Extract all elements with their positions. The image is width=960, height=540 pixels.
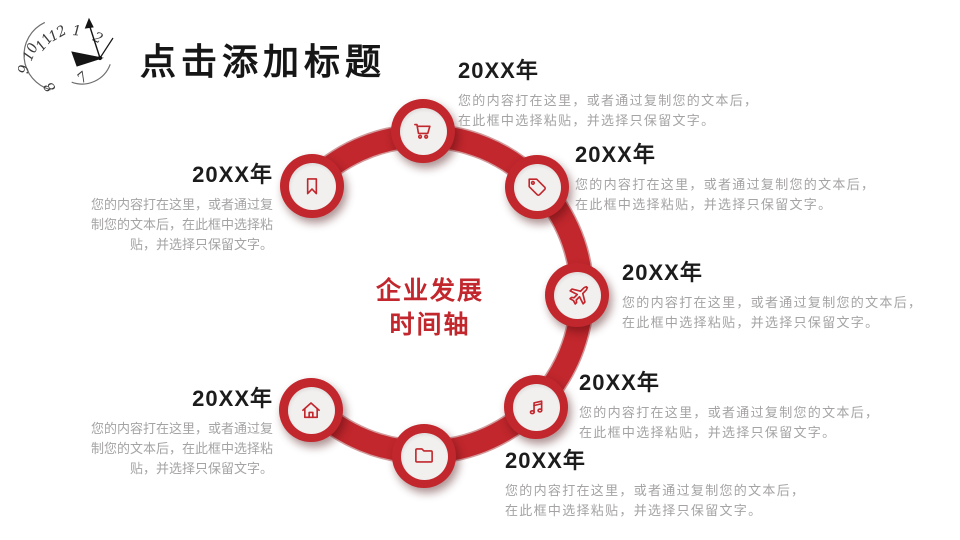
clock-sketch: 12 1 2 11 10 9 8 7 [16, 17, 114, 95]
node-inner-circle [399, 107, 447, 155]
year-label: 20XX年 [622, 260, 703, 285]
year-label: 20XX年 [192, 386, 273, 411]
clock-center-dot [97, 55, 103, 61]
node-inner-circle [288, 162, 336, 210]
timeline-text-cart[interactable]: 20XX年 您的内容打在这里，或者通过复制您的文本后， 在此框中选择粘贴，并选择… [458, 58, 798, 131]
timeline-node-home[interactable] [279, 378, 343, 442]
year-label: 20XX年 [579, 370, 660, 395]
description-line: 在此框中选择粘贴，并选择只保留文字。 [505, 503, 763, 518]
description-line: 您的内容打在这里，或者通过复 [90, 421, 273, 436]
description-text: 您的内容打在这里，或者通过复制您的文本后， 在此框中选择粘贴，并选择只保留文字。 [458, 91, 798, 131]
description-text: 您的内容打在这里，或者通过复制您的文本后， 在此框中选择粘贴，并选择只保留文字。 [622, 293, 957, 333]
description-line: 制您的文本后，在此框中选择粘 [90, 217, 273, 232]
clock-face-inner-arc [71, 64, 111, 85]
timeline-text-folder[interactable]: 20XX年 您的内容打在这里，或者通过复制您的文本后， 在此框中选择粘贴，并选择… [505, 448, 845, 521]
center-label-line2: 时间轴 [389, 311, 471, 339]
description-text: 您的内容打在这里，或者通过复制您的文本后， 在此框中选择粘贴，并选择只保留文字。 [579, 403, 919, 443]
folder-icon [415, 448, 433, 463]
clock-number: 9 [16, 64, 33, 74]
description-line: 您的内容打在这里，或者通过复制您的文本后， [622, 295, 923, 310]
description-line: 您的内容打在这里，或者通过复制您的文本后， [575, 177, 876, 192]
description-line: 您的内容打在这里，或者通过复 [90, 197, 273, 212]
clock-hour-hand [71, 51, 104, 67]
description-line: 在此框中选择粘贴，并选择只保留文字。 [458, 113, 716, 128]
node-inner-circle [400, 432, 448, 480]
music-note-icon [529, 400, 543, 415]
description-line: 贴，并选择只保留文字。 [129, 237, 273, 252]
timeline-node-airplane[interactable] [545, 263, 609, 327]
description-text: 您的内容打在这里，或者通过复制您的文本后， 在此框中选择粘贴，并选择只保留文字。 [575, 175, 915, 215]
home-icon [302, 402, 320, 419]
description-text: 您的内容打在这里，或者通过复 制您的文本后，在此框中选择粘 贴，并选择只保留文字… [43, 419, 273, 479]
clock-minute-hand [88, 23, 101, 59]
description-line: 制您的文本后，在此框中选择粘 [90, 441, 273, 456]
year-label: 20XX年 [505, 448, 586, 473]
clock-number: 12 [46, 23, 70, 46]
year-label: 20XX年 [458, 58, 539, 83]
timeline-text-bookmark[interactable]: 20XX年 您的内容打在这里，或者通过复 制您的文本后，在此框中选择粘 贴，并选… [43, 162, 273, 255]
description-line: 在此框中选择粘贴，并选择只保留文字。 [579, 425, 837, 440]
timeline-node-music[interactable] [504, 375, 568, 439]
timeline-text-home[interactable]: 20XX年 您的内容打在这里，或者通过复 制您的文本后，在此框中选择粘 贴，并选… [43, 386, 273, 479]
clock-face-arc [23, 21, 51, 91]
timeline-node-tag[interactable] [505, 155, 569, 219]
description-line: 在此框中选择粘贴，并选择只保留文字。 [622, 315, 880, 330]
clock-number: 1 [72, 23, 82, 40]
description-line: 在此框中选择粘贴，并选择只保留文字。 [575, 197, 833, 212]
node-inner-circle [287, 386, 335, 434]
description-line: 您的内容打在这里，或者通过复制您的文本后， [458, 93, 759, 108]
clock-number: 10 [20, 41, 42, 64]
center-label-line1: 企业发展 [375, 277, 484, 305]
bookmark-icon [306, 178, 318, 195]
description-text: 您的内容打在这里，或者通过复 制您的文本后，在此框中选择粘 贴，并选择只保留文字… [43, 195, 273, 255]
year-label: 20XX年 [575, 142, 656, 167]
timeline-node-bookmark[interactable] [280, 154, 344, 218]
description-line: 您的内容打在这里，或者通过复制您的文本后， [579, 405, 880, 420]
node-inner-circle [512, 383, 560, 431]
timeline-text-music[interactable]: 20XX年 您的内容打在这里，或者通过复制您的文本后， 在此框中选择粘贴，并选择… [579, 370, 919, 443]
node-inner-circle [513, 163, 561, 211]
timeline-node-folder[interactable] [392, 424, 456, 488]
airplane-icon [568, 285, 588, 305]
price-tag-icon [528, 178, 546, 196]
timeline-center-label[interactable]: 企业发展 时间轴 [355, 274, 505, 342]
description-text: 您的内容打在这里，或者通过复制您的文本后， 在此框中选择粘贴，并选择只保留文字。 [505, 481, 845, 521]
description-line: 您的内容打在这里，或者通过复制您的文本后， [505, 483, 806, 498]
timeline-text-airplane[interactable]: 20XX年 您的内容打在这里，或者通过复制您的文本后， 在此框中选择粘贴，并选择… [622, 260, 957, 333]
shopping-cart-icon [414, 123, 431, 139]
page-title[interactable]: 点击添加标题 [140, 41, 387, 82]
clock-hand-arrow [84, 17, 94, 29]
timeline-text-tag[interactable]: 20XX年 您的内容打在这里，或者通过复制您的文本后， 在此框中选择粘贴，并选择… [575, 142, 915, 215]
year-label: 20XX年 [192, 162, 273, 187]
clock-second-hand [99, 37, 114, 59]
node-inner-circle [553, 271, 601, 319]
description-line: 贴，并选择只保留文字。 [129, 461, 273, 476]
timeline-node-cart[interactable] [391, 99, 455, 163]
